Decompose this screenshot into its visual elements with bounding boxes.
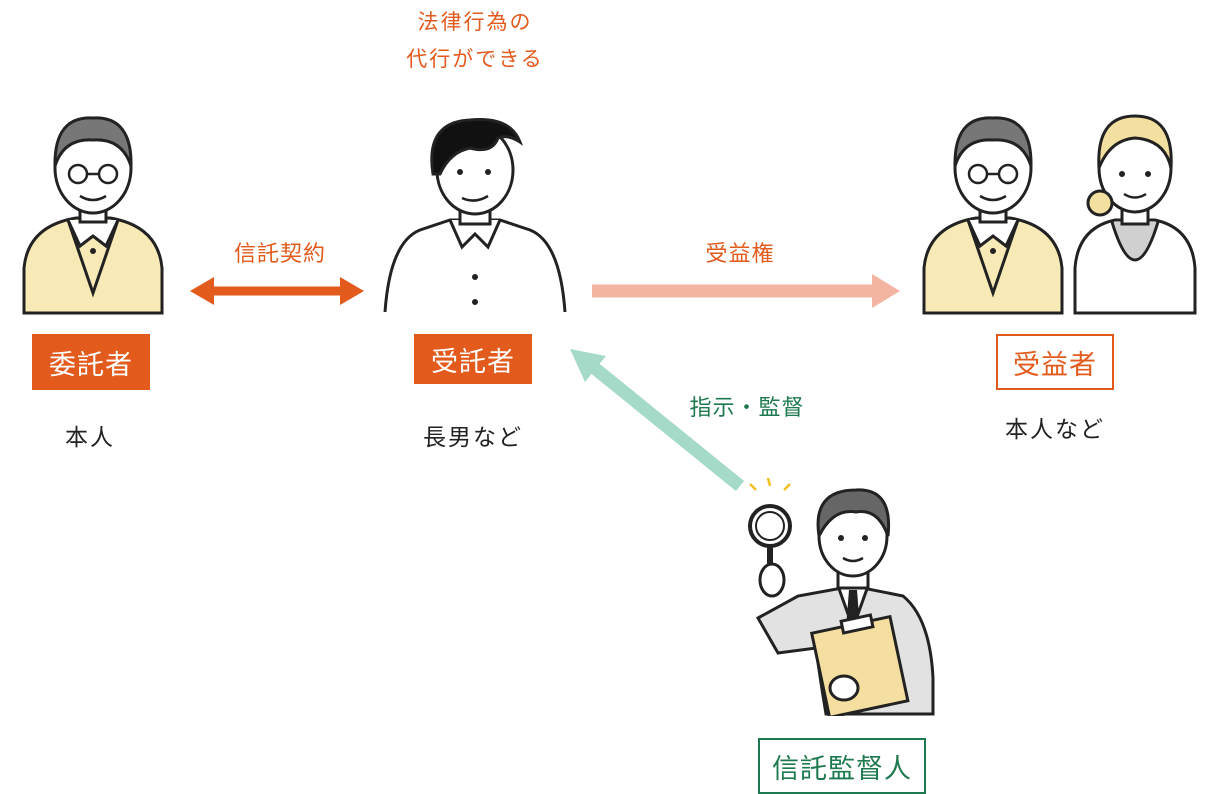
contract-label: 信託契約 [233, 242, 326, 267]
benefit-arrow [592, 274, 900, 308]
inspector-with-magnifier-icon [748, 478, 935, 716]
young-man-icon [383, 117, 567, 313]
settlor-sub-label: 本人 [65, 425, 115, 451]
trustee-power-note: 法律行為の 代行ができる [380, 12, 570, 70]
elderly-woman-icon [1073, 114, 1197, 315]
trustee-note-line2: 代行ができる [406, 47, 544, 71]
settlor-role-badge: 委託者 [32, 334, 150, 390]
elderly-man-icon [922, 116, 1064, 315]
elderly-man-icon [22, 116, 164, 315]
beneficiary-role-badge: 受益者 [996, 334, 1114, 390]
beneficiary-sub-label: 本人など [1005, 417, 1105, 443]
instruction-label: 指示・監督 [689, 396, 805, 421]
trustee-note-line1: 法律行為の [417, 10, 533, 34]
benefit-label: 受益権 [705, 242, 775, 267]
contract-double-arrow [190, 277, 364, 305]
supervisor-role-badge: 信託監督人 [758, 738, 926, 794]
trustee-role-badge: 受託者 [414, 334, 532, 384]
instruction-arrow [570, 349, 745, 492]
trustee-sub-label: 長男など [423, 425, 523, 451]
